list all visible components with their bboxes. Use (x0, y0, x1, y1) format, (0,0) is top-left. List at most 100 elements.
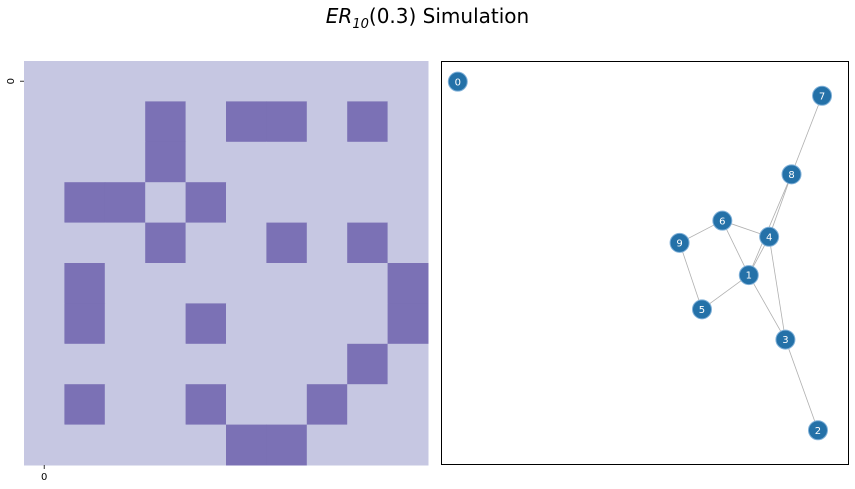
heatmap-cell-4-2 (104, 222, 146, 264)
heatmap-cell-4-3 (145, 222, 187, 264)
heatmap-cell-7-7 (306, 343, 348, 385)
heatmap-cell-0-5 (226, 61, 267, 102)
heatmap-cell-3-4 (185, 182, 227, 224)
heatmap-cell-1-5 (226, 101, 267, 143)
node-2 (807, 420, 828, 441)
heatmap-cell-8-0 (24, 384, 65, 426)
figure-title: ER10(0.3) Simulation (0, 4, 855, 32)
heatmap-cell-2-6 (266, 141, 308, 183)
node-1 (738, 265, 759, 286)
heatmap-cell-6-2 (104, 303, 146, 345)
heatmap-cell-5-4 (185, 263, 227, 304)
heatmap-cell-1-3 (145, 101, 187, 143)
heatmap-cell-4-9 (387, 222, 429, 264)
title-subscript: 10 (352, 17, 369, 32)
heatmap-cell-1-2 (104, 101, 146, 143)
edge-7-8 (791, 95, 823, 175)
heatmap-cell-6-8 (347, 303, 389, 345)
heatmap-cell-2-3 (145, 141, 187, 183)
node-4 (759, 226, 780, 247)
heatmap-cell-0-2 (104, 61, 146, 102)
heatmap-cell-1-0 (24, 101, 65, 143)
heatmap-cell-4-6 (266, 222, 308, 264)
edge-1-8 (748, 174, 792, 276)
heatmap-cell-7-6 (266, 343, 308, 385)
node-label-0: 0 (455, 77, 461, 88)
edge-5-9 (679, 242, 703, 310)
heatmap-cell-5-7 (306, 263, 348, 304)
heatmap-cell-2-1 (64, 141, 106, 183)
heatmap-cell-8-6 (266, 384, 308, 426)
node-label-1: 1 (746, 271, 752, 282)
heatmap-cell-2-5 (226, 141, 267, 183)
node-7 (812, 85, 833, 106)
heatmap-cell-4-7 (306, 222, 348, 264)
node-6 (712, 210, 733, 231)
edge-1-6 (721, 220, 750, 276)
heatmap-cell-3-5 (226, 182, 267, 224)
heatmap-cell-9-9 (387, 424, 429, 466)
heatmap-cell-3-9 (387, 182, 429, 224)
heatmap-cell-6-4 (185, 303, 227, 345)
heatmap-cell-8-3 (145, 384, 187, 426)
heatmap-cell-8-5 (226, 384, 267, 426)
heatmap-cell-9-8 (347, 424, 389, 466)
node-label-9: 9 (676, 238, 682, 249)
edge-3-4 (768, 236, 786, 340)
heatmap-cell-6-1 (64, 303, 106, 345)
edge-6-9 (679, 220, 723, 244)
heatmap-cell-3-1 (64, 182, 106, 224)
heatmap-cell-4-4 (185, 222, 227, 264)
heatmap-cell-1-4 (185, 101, 227, 143)
heatmap-cell-7-0 (24, 343, 65, 385)
node-label-4: 4 (766, 232, 772, 243)
heatmap-cell-8-9 (387, 384, 429, 426)
heatmap-cell-5-1 (64, 263, 106, 304)
heatmap-cell-0-1 (64, 61, 106, 102)
heatmap-cell-3-7 (306, 182, 348, 224)
heatmap-cell-0-6 (266, 61, 308, 102)
heatmap-cell-8-1 (64, 384, 106, 426)
heatmap-cell-8-8 (347, 384, 389, 426)
heatmap-cell-0-7 (306, 61, 348, 102)
heatmap-cell-7-5 (226, 343, 267, 385)
node-3 (775, 329, 796, 350)
heatmap-cell-7-1 (64, 343, 106, 385)
heatmap-cell-8-2 (104, 384, 146, 426)
heatmap-cell-9-0 (24, 424, 65, 466)
heatmap-cell-7-9 (387, 343, 429, 385)
x-axis-tick-label: 0 (41, 472, 47, 483)
heatmap-cell-9-3 (145, 424, 187, 466)
heatmap-cell-7-8 (347, 343, 389, 385)
heatmap-cell-5-9 (387, 263, 429, 304)
adjacency-heatmap: 0 0 (6, 61, 429, 483)
node-label-3: 3 (782, 335, 788, 346)
node-label-2: 2 (815, 426, 821, 437)
node-8 (781, 164, 802, 185)
heatmap-cell-2-9 (387, 141, 429, 183)
heatmap-cell-8-7 (306, 384, 348, 426)
heatmap-cell-9-2 (104, 424, 146, 466)
node-label-6: 6 (719, 216, 725, 227)
heatmap-cell-0-4 (185, 61, 227, 102)
heatmap-cell-1-1 (64, 101, 106, 143)
node-9 (669, 232, 690, 253)
edge-1-5 (701, 274, 750, 310)
heatmap-cell-2-7 (306, 141, 348, 183)
heatmap-cell-6-0 (24, 303, 65, 345)
heatmap-cell-6-9 (387, 303, 429, 345)
heatmap-cell-2-0 (24, 141, 65, 183)
heatmap-cell-4-5 (226, 222, 267, 264)
heatmap-cell-9-5 (226, 424, 267, 466)
title-main: ER (325, 4, 353, 28)
node-5 (691, 299, 712, 320)
heatmap-cell-5-5 (226, 263, 267, 304)
heatmap-cell-5-3 (145, 263, 187, 304)
heatmap-cell-4-8 (347, 222, 389, 264)
heatmap-cell-0-0 (24, 61, 65, 102)
heatmap-cell-6-5 (226, 303, 267, 345)
heatmap-cell-3-2 (104, 182, 146, 224)
y-axis-tick-label: 0 (6, 78, 17, 84)
heatmap-cell-2-2 (104, 141, 146, 183)
heatmap-cell-5-6 (266, 263, 308, 304)
